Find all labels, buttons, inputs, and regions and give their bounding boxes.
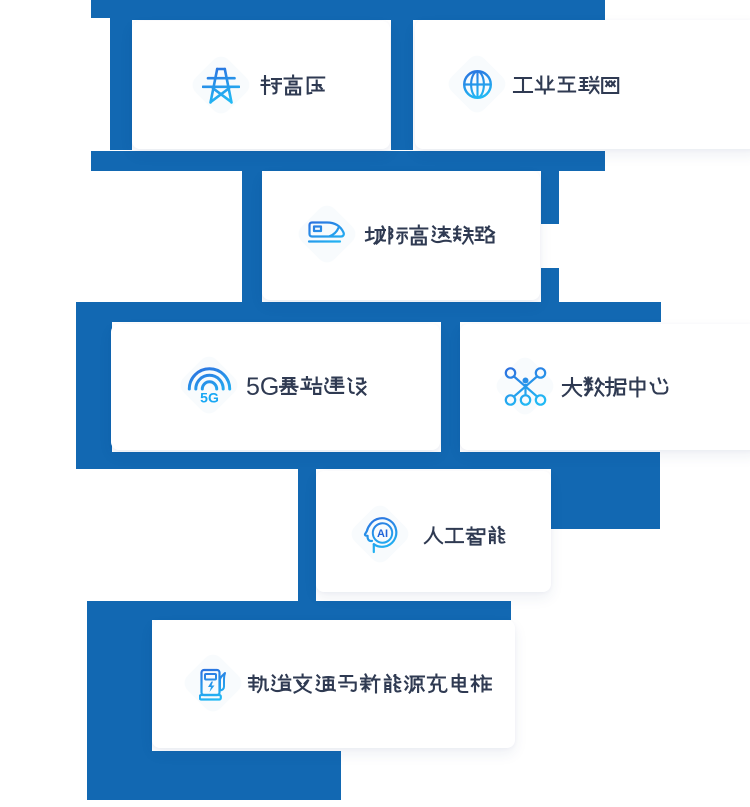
svg-text:5G: 5G — [200, 389, 219, 404]
svg-text:AI: AI — [377, 528, 388, 540]
svg-text:5G: 5G — [246, 374, 279, 398]
